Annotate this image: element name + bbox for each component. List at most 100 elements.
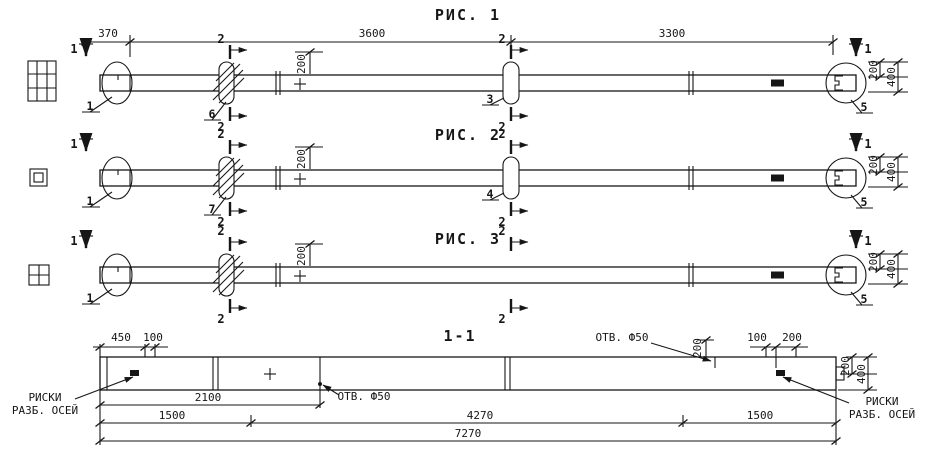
cut2-label: 2 bbox=[217, 127, 224, 141]
cut2-label: 2 bbox=[498, 312, 505, 326]
dim-200-height: 200 bbox=[295, 54, 308, 74]
axis-marks-label-left: РИСКИ РАЗБ. ОСЕЙ bbox=[12, 376, 134, 417]
figure-1-height-dimension: 200 bbox=[294, 47, 323, 90]
axis-label-left-line2: РАЗБ. ОСЕЙ bbox=[12, 404, 78, 417]
dim-100-left: 100 bbox=[143, 331, 163, 344]
callout-1: 1 bbox=[87, 99, 94, 113]
axis-marks-label-right: РИСКИ РАЗБ. ОСЕЙ bbox=[782, 376, 915, 421]
cut2-label: 2 bbox=[498, 32, 505, 46]
figure-3-end-section-symbol bbox=[28, 264, 50, 286]
figure-3-right-dimensions: 200 400 bbox=[867, 249, 908, 289]
figure-2-cut2-marks: 2 2 2 2 bbox=[217, 127, 529, 229]
cut2-label: 2 bbox=[217, 120, 224, 134]
dim-400-right: 400 bbox=[885, 162, 898, 182]
dim-200-right: 200 bbox=[867, 155, 880, 175]
cut2-label: 2 bbox=[498, 120, 505, 134]
figure-2-right-dimensions: 200 400 bbox=[867, 152, 908, 192]
cut2-label: 2 bbox=[498, 215, 505, 229]
cut1-label-right: 1 bbox=[864, 42, 871, 56]
figure-3-callouts: 1 5 bbox=[82, 288, 873, 306]
figure-3-title: РИС. 3 bbox=[435, 230, 501, 248]
dim-400-right: 400 bbox=[885, 67, 898, 87]
cut2-label: 2 bbox=[498, 224, 505, 238]
figure-3-height-dimension: 200 bbox=[294, 239, 323, 282]
section-1-1: 1-1 450 100 bbox=[12, 327, 915, 446]
figure-2: РИС. 2 1 1 2 2 2 2 bbox=[29, 126, 908, 229]
section-hole-top: ОТВ. Ф50 200 bbox=[596, 331, 714, 362]
cut1-label-right: 1 bbox=[864, 234, 871, 248]
cut1-label-left: 1 bbox=[70, 137, 77, 151]
figure-1-callouts: 1 6 3 5 bbox=[82, 92, 873, 121]
figure-3-hatched-slot bbox=[212, 253, 245, 297]
dim-200-hole: 200 bbox=[691, 338, 704, 358]
callout-1: 1 bbox=[87, 291, 94, 305]
dim-200-height: 200 bbox=[295, 149, 308, 169]
cut2-label: 2 bbox=[217, 215, 224, 229]
dim-370: 370 bbox=[98, 27, 118, 40]
callout-3: 3 bbox=[487, 92, 494, 106]
callout-5: 5 bbox=[861, 100, 868, 114]
dim-3300: 3300 bbox=[659, 27, 686, 40]
figure-1-cut1-marks: 1 1 bbox=[70, 37, 872, 57]
figure-1-title: РИС. 1 bbox=[435, 6, 501, 24]
figure-1-length-dimensions: 370 3600 3300 bbox=[80, 27, 839, 57]
section-top-right-dimensions: 100 200 bbox=[747, 331, 808, 368]
cut2-label: 2 bbox=[498, 127, 505, 141]
cut2-label: 2 bbox=[217, 224, 224, 238]
section-title: 1-1 bbox=[443, 327, 476, 345]
callout-6: 6 bbox=[209, 107, 216, 121]
figure-3-cut2-marks: 2 2 2 2 bbox=[217, 224, 529, 326]
axis-label-right-line2: РАЗБ. ОСЕЙ bbox=[849, 408, 915, 421]
dim-200-height: 200 bbox=[295, 246, 308, 266]
dim-2100: 2100 bbox=[195, 391, 222, 404]
callout-5: 5 bbox=[861, 292, 868, 306]
axis-label-left-line1: РИСКИ bbox=[28, 391, 61, 404]
dim-1500-right: 1500 bbox=[747, 409, 774, 422]
hole-label-bottom: ОТВ. Ф50 bbox=[338, 390, 391, 403]
figure-2-callouts: 1 7 4 5 bbox=[82, 187, 873, 216]
axis-mark-square-left bbox=[130, 370, 139, 376]
dim-4270: 4270 bbox=[467, 409, 494, 422]
callout-1: 1 bbox=[87, 194, 94, 208]
figure-2-height-dimension: 200 bbox=[294, 142, 323, 185]
figure-1-mid-slot bbox=[502, 61, 520, 105]
callout-4: 4 bbox=[487, 187, 494, 201]
cut2-label: 2 bbox=[217, 32, 224, 46]
figure-3-cut1-marks: 1 1 bbox=[70, 229, 872, 249]
figure-1-right-dimensions: 200 400 bbox=[867, 57, 908, 97]
callout-5: 5 bbox=[861, 195, 868, 209]
dim-200-right: 200 bbox=[867, 252, 880, 272]
section-side-dimensions: 200 400 bbox=[838, 352, 877, 395]
cut1-label-right: 1 bbox=[864, 137, 871, 151]
axis-label-right-line1: РИСКИ bbox=[865, 395, 898, 408]
figure-1: РИС. 1 370 3600 3300 1 1 bbox=[27, 6, 908, 134]
figure-2-cut1-marks: 1 1 bbox=[70, 132, 872, 152]
figure-2-title: РИС. 2 bbox=[435, 126, 501, 144]
callout-7: 7 bbox=[209, 202, 216, 216]
section-beam bbox=[99, 356, 845, 391]
cut1-label-left: 1 bbox=[70, 42, 77, 56]
figure-2-mid-slot bbox=[502, 156, 520, 200]
dim-100-right: 100 bbox=[747, 331, 767, 344]
dim-1500-left: 1500 bbox=[159, 409, 186, 422]
dim-400-right: 400 bbox=[885, 259, 898, 279]
dim-3600: 3600 bbox=[359, 27, 386, 40]
section-top-left-dimensions: 450 100 bbox=[93, 331, 168, 357]
figure-3: РИС. 3 1 1 2 2 2 2 bbox=[28, 224, 908, 326]
figure-1-hatched-slot bbox=[212, 61, 245, 105]
section-hole-bottom: ОТВ. Ф50 bbox=[322, 384, 391, 403]
dim-200-side: 200 bbox=[839, 356, 852, 376]
hole-label-top: ОТВ. Ф50 bbox=[596, 331, 649, 344]
section-bottom-dimensions: 2100 1500 4270 1500 7270 bbox=[94, 390, 842, 446]
dim-400-side: 400 bbox=[855, 364, 868, 384]
dim-200-right: 200 bbox=[867, 60, 880, 80]
dim-200-right: 200 bbox=[782, 331, 802, 344]
dim-450: 450 bbox=[111, 331, 131, 344]
figure-1-cut2-marks: 2 2 2 2 bbox=[217, 32, 529, 134]
figure-1-end-section-symbol bbox=[27, 60, 57, 102]
dim-7270: 7270 bbox=[455, 427, 482, 440]
cut2-label: 2 bbox=[217, 312, 224, 326]
cut1-label-left: 1 bbox=[70, 234, 77, 248]
figure-2-hatched-slot bbox=[212, 156, 245, 200]
